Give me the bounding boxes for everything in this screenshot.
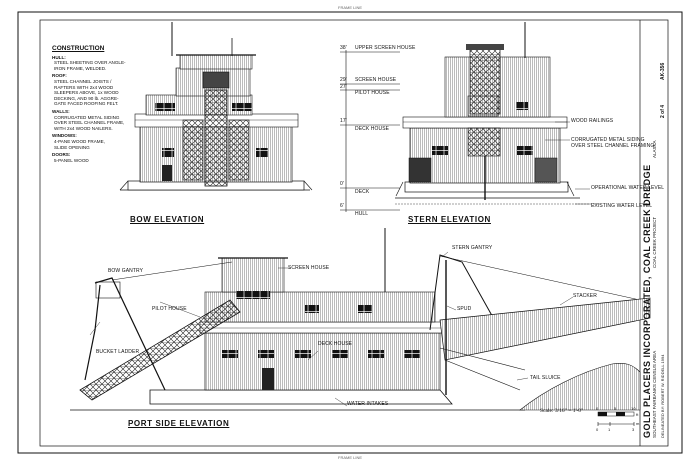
spec-hull: HULL: STEEL SHEETING OVER ANGLE- IRON FR… <box>52 55 162 72</box>
level-label: PILOT HOUSE <box>355 90 390 96</box>
frame-line-bottom: FRAME LINE <box>338 455 363 460</box>
spec-line: OVER STEEL CHANNEL FRAME, <box>54 120 125 126</box>
level-label: UPPER SCREEN HOUSE <box>355 45 416 51</box>
spec-doors-title: DOORS: <box>52 152 71 158</box>
spec-roof: ROOF: STEEL CHANNEL JOISTS / RAFTERS WIT… <box>52 73 162 107</box>
level-label: HULL <box>355 211 369 217</box>
note-operational-water: OPERATIONAL WATER LEVEL <box>591 185 665 191</box>
spec-line: GATE FACED ROOFING FELT. <box>54 101 119 107</box>
spec-windows-title: WINDOWS: <box>52 133 77 139</box>
title-sheet: 2 of 4 <box>660 104 666 118</box>
note-water-intakes: WATER INTAKES <box>347 401 389 407</box>
scale-m-unit: m <box>636 421 640 426</box>
title-code: AK-356 <box>660 62 666 80</box>
port-side-elevation-title: PORT SIDE ELEVATION <box>128 419 230 428</box>
level-value: 0' <box>340 181 344 187</box>
level-label: DECK <box>355 189 370 195</box>
note-bow-gantry: BOW GANTRY <box>108 268 144 274</box>
scale-ft-10: 10 <box>631 406 636 411</box>
spec-walls: WALLS: CORRUGATED METAL SIDING OVER STEE… <box>52 109 162 131</box>
spec-line: CORRUGATED METAL SIDING <box>54 114 120 120</box>
note-tail-sluice: TAIL SLUICE <box>530 375 561 381</box>
scale-ft-0: 0 <box>596 406 599 411</box>
spec-windows: WINDOWS: 4-PANE WOOD FRAME, SLIDE OPENIN… <box>52 133 162 150</box>
stern-elevation-title: STERN ELEVATION <box>408 215 491 224</box>
port-side-elevation <box>70 228 651 411</box>
level-value: 29' <box>340 77 347 83</box>
level-value: 38' <box>340 45 347 51</box>
title-region: SOUTHEAST FAIRBANKS CENSUS AREA <box>652 350 657 438</box>
note-wood-railings: WOOD RAILINGS <box>571 118 614 124</box>
note-stern-gantry: STERN GANTRY <box>452 245 493 251</box>
spec-line: IRON FRAME, WELDED. <box>54 65 107 71</box>
spec-roof-title: ROOF: <box>52 73 67 79</box>
scale-ft-5: 5 <box>614 406 617 411</box>
spec-line: STEEL CHANNEL JOISTS / <box>54 78 112 84</box>
title-state: ALASKA <box>652 140 657 158</box>
note-pilot-house: PILOT HOUSE <box>152 306 187 312</box>
level-value: 6' <box>340 203 344 209</box>
note-siding-line1: CORRUGATED METAL SIDING <box>571 137 645 143</box>
spec-line: DECKING, AND 90 lb. AGGRE- <box>54 95 119 101</box>
scale-bar <box>597 411 635 426</box>
spec-line: RAFTERS WITH 2x4 WOOD <box>54 84 114 90</box>
level-value: 17' <box>340 118 347 124</box>
frame-line-top: FRAME LINE <box>338 5 363 10</box>
bow-elevation <box>119 22 313 191</box>
scale-m-3: 3 <box>632 427 635 432</box>
scale-label: Scale: 3/16" = 1'-0" <box>540 408 584 414</box>
level-value: 27' <box>340 84 347 90</box>
note-screen-house: SCREEN HOUSE <box>288 265 330 271</box>
spec-line: SLIDE OPENING <box>54 144 90 150</box>
scale-m-1: 1 <box>608 427 611 432</box>
level-label: SCREEN HOUSE <box>355 77 397 83</box>
spec-line: 5-PANEL WOOD <box>54 157 89 163</box>
stern-elevation <box>395 22 600 205</box>
bow-elevation-title: BOW ELEVATION <box>130 215 205 224</box>
note-stacker: STACKER <box>573 293 597 299</box>
scale-m-0: 0 <box>596 427 599 432</box>
title-credit: DELINEATED BY: ROBERT W. RIDDELL 1994 <box>660 354 665 438</box>
scale-ft-unit: ft <box>636 412 639 417</box>
note-deck-house: DECK HOUSE <box>318 341 353 347</box>
construction-heading: CONSTRUCTION <box>52 45 105 52</box>
construction-notes: CONSTRUCTION HULL: STEEL SHEETING OVER A… <box>52 45 162 163</box>
note-existing-water: EXISTING WATER LEVEL <box>591 203 653 209</box>
note-spud: SPUD <box>457 306 472 312</box>
outer-border <box>17 11 683 454</box>
level-label: DECK HOUSE <box>355 126 390 132</box>
level-scale <box>340 50 400 212</box>
title-sub: COAL CREEK PROJECT <box>652 216 657 268</box>
spec-doors: DOORS: 5-PANEL WOOD <box>52 152 162 163</box>
spec-walls-title: WALLS: <box>52 108 70 114</box>
spec-hull-title: HULL: <box>52 54 66 60</box>
inner-border <box>39 19 669 447</box>
spec-line: SLEEPERS ABOVE, 1x WOOD <box>54 90 119 96</box>
spec-line: STEEL SHEETING OVER ANGLE- <box>54 60 126 66</box>
note-bucket-ladder: BUCKET LADDER <box>96 349 140 355</box>
spec-line: 4-PANE WOOD FRAME, <box>54 138 105 144</box>
title-block: GOLD PLACERS INCORPORATED, COAL CREEK DR… <box>640 18 668 448</box>
note-siding-line2: OVER STEEL CHANNEL FRAMING <box>571 143 655 149</box>
spec-line: WITH 2x4 WOOD NAILERS. <box>54 125 113 131</box>
title-main: GOLD PLACERS INCORPORATED, COAL CREEK DR… <box>642 164 652 438</box>
